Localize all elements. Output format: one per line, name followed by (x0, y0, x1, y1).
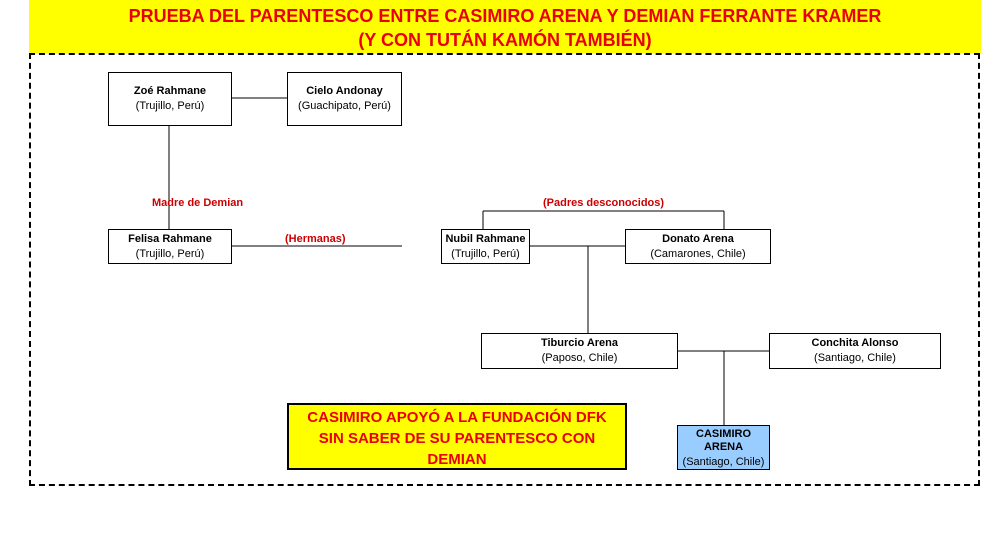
title-line-1: PRUEBA DEL PARENTESCO ENTRE CASIMIRO ARE… (128, 6, 882, 26)
label-madre-de-demian: Madre de Demian (152, 197, 244, 209)
person-place: (Trujillo, Perú) (451, 248, 520, 260)
title-banner: PRUEBA DEL PARENTESCO ENTRE CASIMIRO ARE… (29, 0, 981, 53)
note-line-1: CASIMIRO APOYÓ A LA FUNDACIÓN DFK (307, 409, 607, 426)
person-tiburcio-arena: Tiburcio Arena (Paposo, Chile) (481, 333, 678, 369)
person-name: Tiburcio Arena (540, 337, 619, 349)
person-zoe-rahmane: Zoé Rahmane (Trujillo, Perú) (108, 72, 232, 126)
title-line-2: (Y CON TUTÁN KAMÓN TAMBIÉN) (358, 30, 652, 50)
person-name-line-2: ARENA (703, 441, 744, 453)
person-name: Felisa Rahmane (128, 233, 212, 245)
person-name: Cielo Andonay (306, 85, 383, 97)
person-name: Conchita Alonso (811, 337, 899, 349)
person-place: (Santiago, Chile) (682, 456, 765, 468)
note-line-3: DEMIAN (427, 451, 487, 468)
person-place: (Guachipato, Perú) (298, 100, 391, 112)
person-cielo-andonay: Cielo Andonay (Guachipato, Perú) (287, 72, 402, 126)
label-hermanas: (Hermanas) (285, 233, 346, 245)
person-name: Zoé Rahmane (133, 85, 207, 97)
person-conchita-alonso: Conchita Alonso (Santiago, Chile) (769, 333, 941, 369)
person-place: (Camarones, Chile) (650, 248, 746, 260)
person-nubil-rahmane: Nubil Rahmane (Trujillo, Perú) (441, 229, 530, 264)
note-line-2: SIN SABER DE SU PARENTESCO CON (318, 430, 596, 447)
person-name: Donato Arena (662, 233, 734, 245)
person-place: (Santiago, Chile) (814, 352, 896, 364)
person-place: (Trujillo, Perú) (135, 100, 205, 112)
person-place: (Trujillo, Perú) (135, 248, 205, 260)
person-donato-arena: Donato Arena (Camarones, Chile) (625, 229, 771, 264)
person-felisa-rahmane: Felisa Rahmane (Trujillo, Perú) (108, 229, 232, 264)
label-padres-desconocidos: (Padres desconocidos) (543, 197, 665, 209)
diagram-frame (29, 53, 980, 486)
note-casimiro-fundacion: CASIMIRO APOYÓ A LA FUNDACIÓN DFK SIN SA… (287, 403, 627, 470)
person-casimiro-arena: CASIMIRO ARENA (Santiago, Chile) (677, 425, 770, 470)
person-name-line-1: CASIMIRO (696, 428, 751, 440)
person-place: (Paposo, Chile) (541, 352, 618, 364)
person-name: Nubil Rahmane (445, 233, 526, 245)
